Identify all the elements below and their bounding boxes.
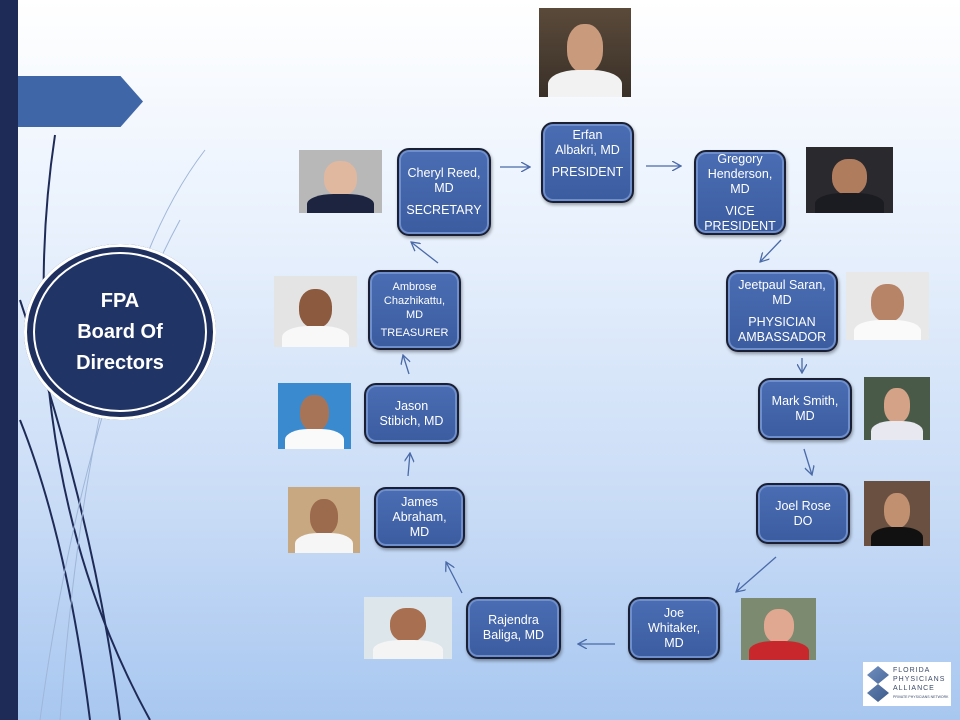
member-box-smith[interactable]: Mark Smith, MD bbox=[758, 378, 852, 440]
fpa-logo: FLORIDA PHYSICIANS ALLIANCE PRIVATE PHYS… bbox=[863, 662, 951, 706]
member-name: Cheryl Reed, MD bbox=[407, 166, 481, 195]
logo-tagline: PRIVATE PHYSICIANS NETWORK bbox=[893, 695, 949, 699]
slide-title: FPA Board Of Directors bbox=[76, 289, 164, 374]
arrow-tab-decoration bbox=[18, 76, 143, 127]
member-role: PRESIDENT bbox=[551, 165, 624, 179]
photo-rose bbox=[864, 481, 930, 546]
photo-albakri bbox=[539, 8, 631, 97]
member-role: PHYSICIAN AMBASSADOR bbox=[737, 314, 827, 344]
member-box-saran[interactable]: Jeetpaul Saran, MD PHYSICIAN AMBASSADOR bbox=[726, 270, 838, 352]
logo-line2: PHYSICIANS bbox=[893, 676, 946, 683]
photo-henderson bbox=[806, 147, 893, 213]
arrow-stibich-to-chazhikattu bbox=[403, 355, 409, 375]
arrow-abraham-to-stibich bbox=[408, 453, 410, 477]
member-name: Gregory Henderson, MD bbox=[707, 151, 773, 196]
member-name: Rajendra Baliga, MD bbox=[482, 613, 545, 642]
photo-reed bbox=[299, 150, 382, 213]
member-name: Jason Stibich, MD bbox=[379, 398, 444, 428]
arrow-rose-to-whitaker bbox=[736, 556, 777, 592]
member-box-albakri[interactable]: Erfan Albakri, MD PRESIDENT bbox=[541, 122, 634, 203]
member-name: Jeetpaul Saran, MD bbox=[738, 277, 826, 307]
member-name: Mark Smith, MD bbox=[771, 394, 839, 423]
photo-chazhikattu bbox=[274, 276, 357, 347]
member-role: SECRETARY bbox=[406, 203, 482, 217]
logo-line3: ALLIANCE bbox=[893, 685, 935, 692]
member-name: Ambrose Chazhikattu, MD bbox=[383, 281, 446, 321]
arrow-vp-to-ambassador bbox=[760, 239, 782, 262]
member-box-rose[interactable]: Joel Rose DO bbox=[756, 483, 850, 544]
arrow-smith-to-rose bbox=[803, 448, 812, 475]
sidebar-bar bbox=[0, 0, 18, 720]
photo-smith bbox=[864, 377, 930, 440]
logo-line1: FLORIDA bbox=[893, 667, 931, 674]
member-box-whitaker[interactable]: Joe Whitaker, MD bbox=[628, 597, 720, 660]
arrow-chazhikattu-to-reed bbox=[411, 242, 439, 264]
fpa-logo-mark bbox=[867, 666, 889, 702]
photo-baliga bbox=[364, 597, 452, 659]
member-box-abraham[interactable]: James Abraham, MD bbox=[374, 487, 465, 548]
member-box-stibich[interactable]: Jason Stibich, MD bbox=[364, 383, 459, 444]
member-name: James Abraham, MD bbox=[392, 495, 447, 539]
member-role: TREASURER bbox=[380, 327, 449, 339]
member-name: Erfan Albakri, MD bbox=[555, 128, 620, 157]
arrow-baliga-to-abraham bbox=[446, 562, 463, 594]
title-circle: FPA Board Of Directors bbox=[33, 252, 207, 412]
photo-whitaker bbox=[741, 598, 816, 660]
member-box-chazhikattu[interactable]: Ambrose Chazhikattu, MD TREASURER bbox=[368, 270, 461, 350]
member-role: VICE PRESIDENT bbox=[704, 203, 776, 233]
photo-stibich bbox=[278, 383, 351, 449]
photo-saran bbox=[846, 272, 929, 340]
member-box-henderson[interactable]: Gregory Henderson, MD VICE PRESIDENT bbox=[694, 150, 786, 235]
member-box-baliga[interactable]: Rajendra Baliga, MD bbox=[466, 597, 561, 659]
member-name: Joe Whitaker, MD bbox=[647, 606, 701, 650]
photo-abraham bbox=[288, 487, 360, 553]
member-name: Joel Rose DO bbox=[775, 498, 831, 528]
member-box-reed[interactable]: Cheryl Reed, MD SECRETARY bbox=[397, 148, 491, 236]
